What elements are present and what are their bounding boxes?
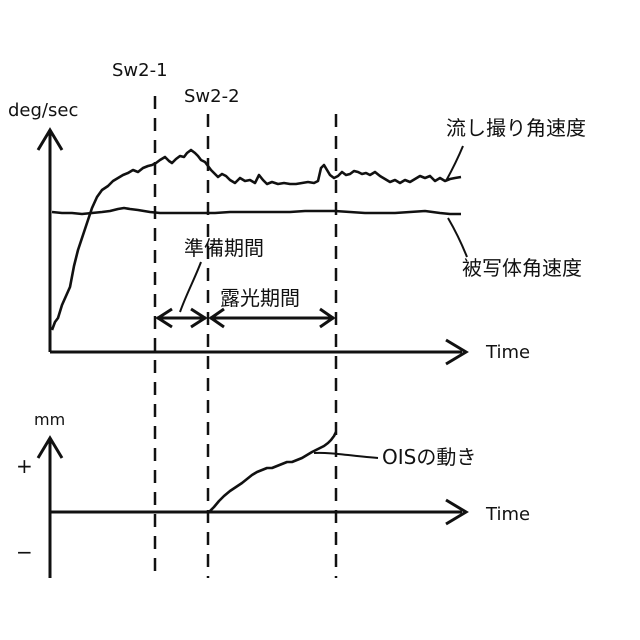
top-x-axis-label: Time xyxy=(486,344,530,362)
panning-label-leader xyxy=(446,146,463,181)
bottom-y-unit-label: mm xyxy=(34,412,65,428)
ois-movement-label: OISの動き xyxy=(382,447,476,467)
bottom-x-axis-label: Time xyxy=(486,506,530,524)
subject-label-leader xyxy=(448,218,467,257)
preparation-label-leader xyxy=(180,262,201,312)
ois-label-leader xyxy=(314,453,378,458)
ois-movement-curve xyxy=(209,432,336,512)
plus-label: + xyxy=(16,456,33,476)
minus-label: − xyxy=(16,542,33,562)
top-y-unit-label: deg/sec xyxy=(8,102,78,120)
subject-angular-velocity-label: 被写体角速度 xyxy=(462,258,582,278)
preparation-period-label: 準備期間 xyxy=(184,238,264,258)
sw2-2-label: Sw2-2 xyxy=(184,88,240,106)
exposure-period-label: 露光期間 xyxy=(220,288,300,308)
subject-angular-velocity-curve xyxy=(52,208,461,214)
sw2-1-label: Sw2-1 xyxy=(112,62,168,80)
panning-angular-velocity-label: 流し撮り角速度 xyxy=(446,118,586,138)
